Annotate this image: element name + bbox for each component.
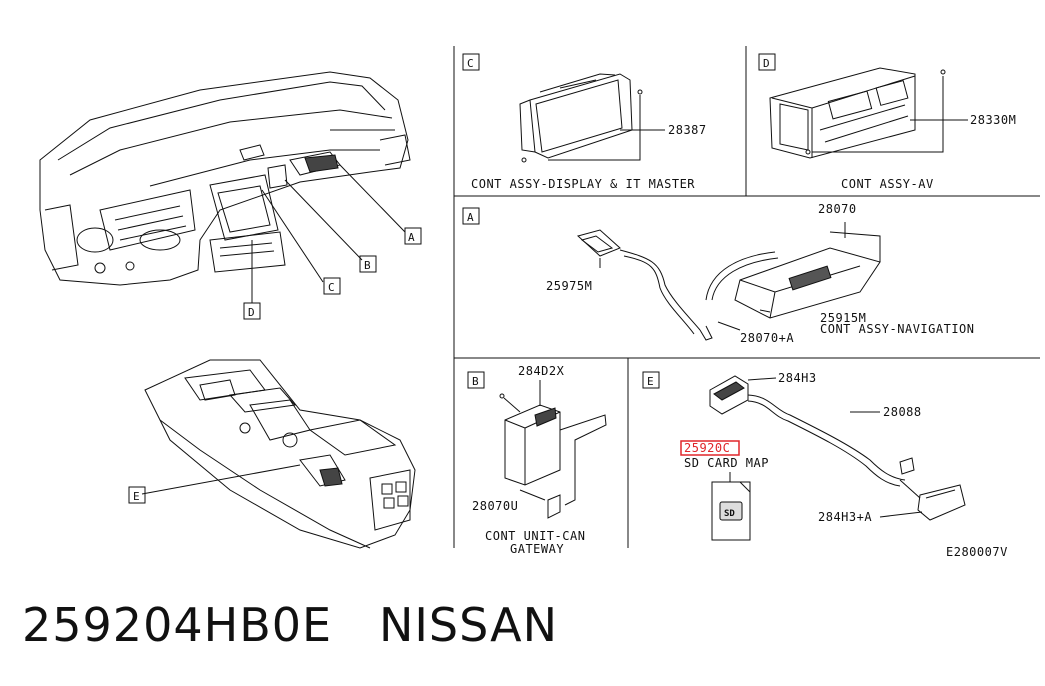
section-d-box	[758, 53, 776, 71]
sd-card-chip: SD	[724, 509, 735, 519]
display-unit-drawing	[519, 73, 665, 163]
labels: A B C D E C 28387 CONT ASSY-DISPLAY & IT…	[133, 57, 1016, 559]
section-b-title-1: CONT UNIT-CAN	[485, 529, 585, 543]
part-28070: 28070	[818, 202, 857, 216]
part-284h3: 284H3	[778, 371, 817, 385]
callout-d-box	[243, 302, 261, 320]
section-b-title-2: GATEWAY	[510, 542, 564, 556]
caption: 259204HB0E NISSAN	[22, 598, 558, 652]
callout-e-box	[128, 486, 146, 504]
highlight-part-number: 25920C	[684, 441, 730, 455]
callout-e: E	[133, 490, 140, 503]
part-25915m: 25915M	[820, 311, 866, 325]
section-a-box	[462, 207, 480, 225]
callout-b: B	[364, 259, 371, 272]
av-unit-drawing	[769, 67, 968, 159]
caption-part-number: 259204HB0E	[22, 598, 333, 652]
section-a-letter: A	[467, 211, 474, 224]
section-b-letter: B	[472, 375, 479, 388]
part-284h3-a: 284H3+A	[818, 510, 872, 524]
callout-c-box	[323, 277, 341, 295]
part-28088: 28088	[883, 405, 922, 419]
section-d-letter: D	[763, 57, 770, 70]
callout-d: D	[248, 306, 255, 319]
console-illustration	[141, 359, 416, 549]
section-c-title: CONT ASSY-DISPLAY & IT MASTER	[471, 177, 695, 191]
section-e-box	[642, 371, 660, 389]
navigation-unit-drawing	[576, 222, 881, 341]
section-c-letter: C	[467, 57, 474, 70]
gateway-unit-drawing	[499, 380, 607, 519]
section-b-box	[467, 371, 485, 389]
section-frames	[453, 46, 1040, 548]
part-28387: 28387	[668, 123, 707, 137]
section-a-title: CONT ASSY-NAVIGATION	[820, 322, 975, 336]
callout-c: C	[328, 281, 335, 294]
section-e-letter: E	[647, 375, 654, 388]
part-28070u: 28070U	[472, 499, 518, 513]
part-28330m: 28330M	[970, 113, 1016, 127]
callout-a-box	[404, 227, 422, 245]
part-28070-a: 28070+A	[740, 331, 794, 345]
part-25975m: 25975M	[546, 279, 592, 293]
section-c-box	[462, 53, 480, 71]
callout-a: A	[408, 231, 415, 244]
part-284d2x: 284D2X	[518, 364, 565, 378]
dashboard-illustration	[39, 71, 411, 303]
highlight-part-box	[680, 440, 740, 456]
callout-b-box	[359, 255, 377, 273]
section-d-title: CONT ASSY-AV	[841, 177, 934, 191]
diagram-code: E280007V	[946, 545, 1008, 559]
sd-card-harness-drawing	[709, 375, 966, 541]
highlight-part-desc: SD CARD MAP	[684, 456, 769, 470]
caption-brand: NISSAN	[378, 598, 559, 652]
